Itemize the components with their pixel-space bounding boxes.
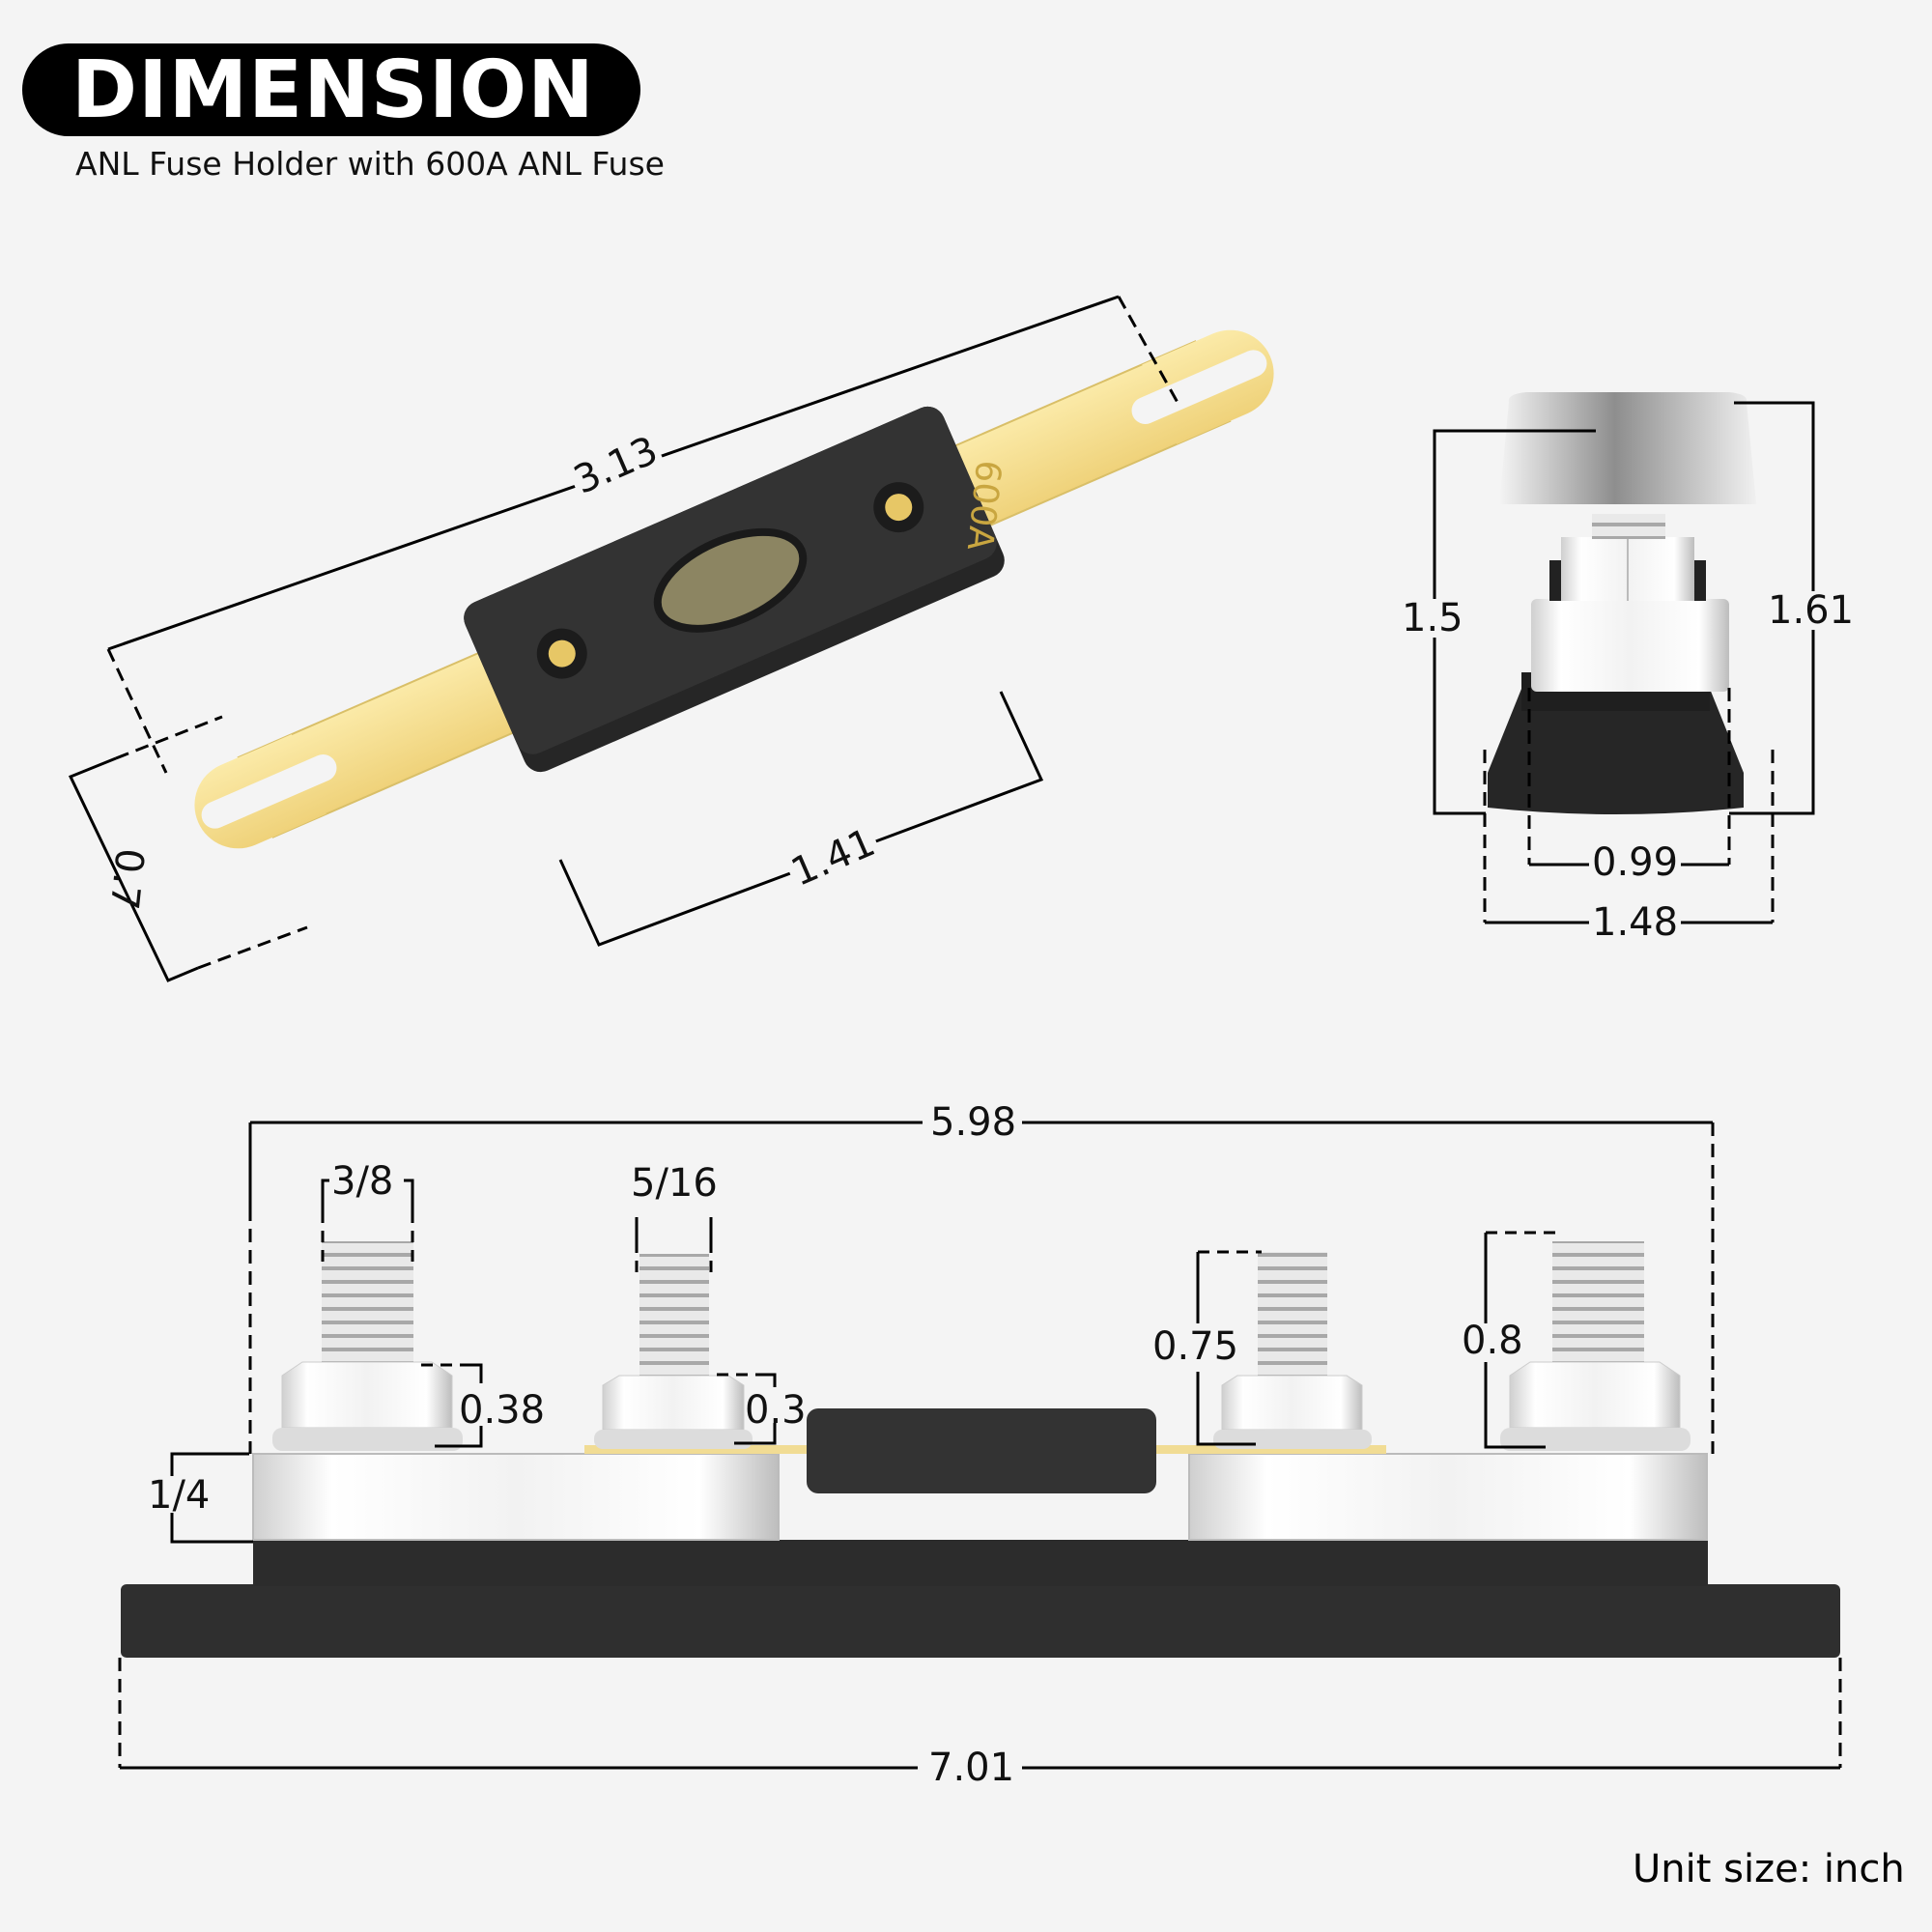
- label-base-length: 7.01: [925, 1748, 1018, 1787]
- busbar-right: [1188, 1453, 1708, 1541]
- label-side-inner-width: 0.99: [1589, 843, 1682, 882]
- fuse-marking: 600A: [958, 458, 1009, 553]
- label-side-height: 1.5: [1399, 599, 1466, 638]
- dim-blade-width: [68, 715, 308, 982]
- anl-fuse: [194, 329, 1274, 849]
- side-base: [1488, 689, 1744, 814]
- unit-note: Unit size: inch: [1633, 1847, 1905, 1891]
- page-subtitle: ANL Fuse Holder with 600A ANL Fuse: [75, 145, 665, 183]
- title-badge: [22, 43, 640, 136]
- label-small-nut-height: 0.3: [745, 1388, 807, 1433]
- busbar-left: [252, 1453, 780, 1541]
- label-small-stud-diameter: 5/16: [631, 1161, 718, 1206]
- label-terminal-span: 5.98: [927, 1103, 1020, 1142]
- base-riser: [253, 1540, 1708, 1586]
- label-large-nut-height: 0.38: [459, 1388, 546, 1433]
- label-busbar-thickness: 1/4: [148, 1473, 211, 1518]
- label-small-stud-height: 0.75: [1152, 1324, 1239, 1369]
- front-fuse-body: [807, 1408, 1156, 1493]
- page-title: DIMENSION: [71, 44, 595, 136]
- label-side-base-width: 1.48: [1589, 903, 1682, 942]
- side-barrel: [1531, 599, 1729, 692]
- side-view-terminal: [1488, 392, 1756, 814]
- stud-small-left: [594, 1254, 753, 1449]
- stud-small-right: [1213, 1252, 1372, 1449]
- front-view-holder: [121, 1241, 1840, 1658]
- side-cap: [1499, 392, 1756, 504]
- label-large-stud-diameter: 3/8: [331, 1159, 394, 1204]
- base-plate: [121, 1584, 1840, 1658]
- label-side-total-height: 1.61: [1765, 591, 1858, 630]
- label-blade-width: 0.7: [100, 845, 153, 913]
- stud-large-left: [272, 1241, 463, 1451]
- label-large-stud-height: 0.8: [1462, 1319, 1523, 1363]
- stud-large-right: [1500, 1241, 1690, 1451]
- dim-front: [118, 1121, 1842, 1770]
